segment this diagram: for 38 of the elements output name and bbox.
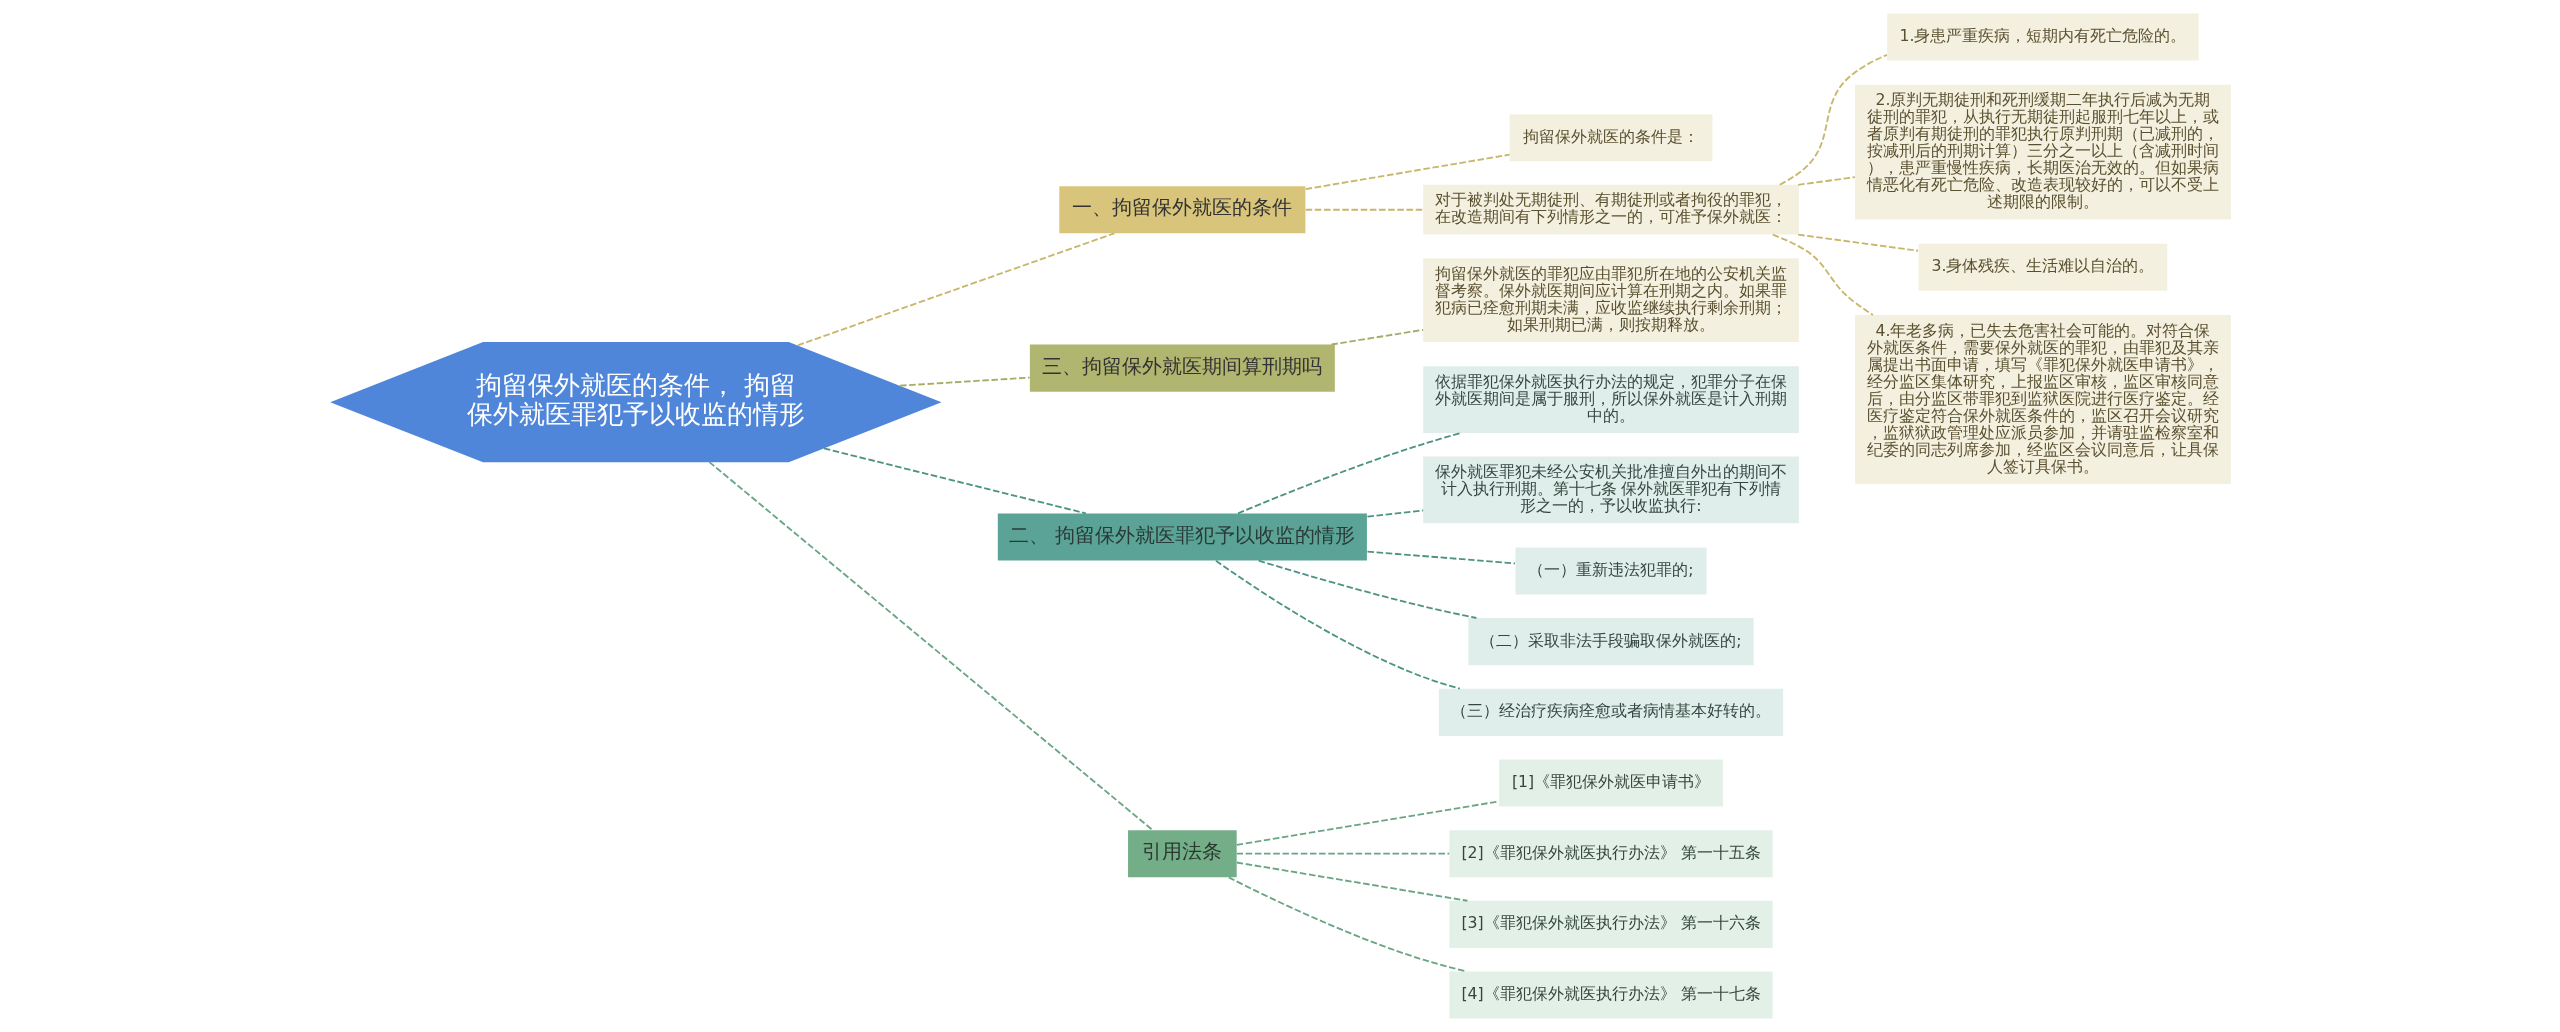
connector [1257,559,1477,619]
node-box: 依据罪犯保外就医执行办法的规定，犯罪分子在保外就医期间是属于服刑，所以保外就医是计入刑期中的。 [1422,366,1799,433]
node-box: （三）经治疗疾病痊愈或者病情基本好转的。 [1438,688,1783,736]
connector [796,232,1115,347]
connector [1330,328,1424,346]
node-box: （二）采取非法手段骗取保外就医的; [1467,618,1754,666]
node-box: [4]《罪犯保外就医执行办法》 第一十七条 [1448,971,1773,1019]
connector [1304,153,1510,190]
node-box: （一）重新违法犯罪的; [1514,547,1707,595]
node-box: 3.身体残疾、生活难以自治的。 [1918,243,2167,291]
connector [1304,208,1424,211]
node-box: [2]《罪犯保外就医执行办法》 第一十五条 [1448,830,1773,878]
node-box: [1]《罪犯保外就医申请书》 [1498,759,1723,807]
connector [1796,176,1856,186]
node-box: 1.身患严重疾病，短期内有死亡危险的。 [1886,13,2199,61]
connector [1235,852,1450,855]
connector [1771,233,1874,316]
node-box: 一、拘留保外就医的条件 [1058,186,1305,234]
connector [1366,550,1516,565]
node-box: 4.年老多病，已失去危害社会可能的。对符合保外就医条件，需要保外就医的罪犯，由罪犯及其亲属提出书面申请，填写《罪犯保外就医申请书》，经分监区集体研究，上报监区审核，监区审核同意后，由分监区带罪犯到监狱医院进行医疗鉴定。经医疗鉴定符合保外就医条件的，监区召开会议研究，监狱狱政管理处应派员参加，并请驻监检察室和纪委的同志列席参加，经监区会议同意后，让具保人签订具保书。 [1854,315,2231,484]
node-box: 拘留保外就医的条件是： [1509,114,1712,162]
node-box: 引用法条 [1127,830,1237,878]
node-box: 二、 拘留保外就医罪犯予以收监的情形 [997,513,1367,561]
connector [1235,861,1468,902]
node-box: 2.原判无期徒刑和死刑缓期二年执行后减为无期徒刑的罪犯，从执行无期徒刑起服刑七年以上，或者原判有期徒刑的罪犯执行原判刑期（已减刑的，按减刑后的刑期计算）三分之一以上（含减刑时间），患严重慢性疾病，长期医治无效的。但如果病情恶化有死亡危险、改造表现较好的，可以不受上述期限的限制。 [1854,84,2231,220]
connector [1214,559,1461,690]
node-box: 对于被判处无期徒刑、有期徒刑或者拘役的罪犯，在改造期间有下列情形之一的，可准予保外就医： [1422,184,1799,235]
connector [1778,53,1888,186]
node-box: 三、拘留保外就医期间算刑期吗 [1029,344,1335,392]
connector [898,376,1031,387]
connector [1236,432,1462,515]
connector [708,461,1153,831]
node-box: [3]《罪犯保外就医执行办法》 第一十六条 [1448,900,1773,948]
connector [822,447,1087,515]
connector [1796,233,1919,252]
node-box: 保外就医罪犯未经公安机关批准擅自外出的期间不计入执行刑期。第十七条 保外就医罪犯有下列情形之一的，予以收监执行: [1422,456,1799,524]
connector [1366,509,1424,518]
node-box: 拘留保外就医的罪犯应由罪犯所在地的公安机关监督考察。保外就医期间应计算在刑期之内。如果罪犯病已痊愈刑期未满，应收监继续执行剩余刑期；如果刑期已满，则按期释放。 [1422,258,1799,342]
